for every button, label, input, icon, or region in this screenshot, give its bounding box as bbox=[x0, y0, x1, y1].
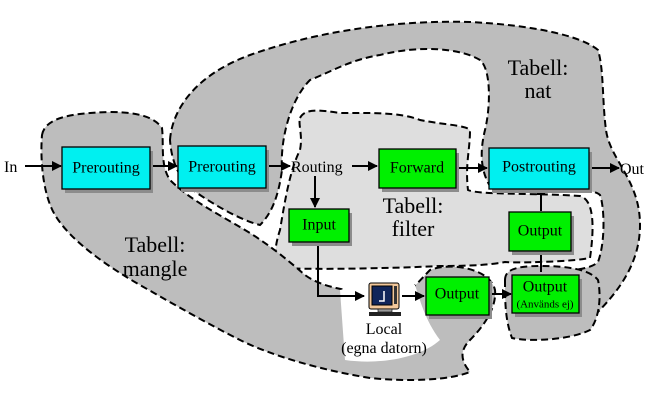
chain-label: Output bbox=[435, 286, 480, 303]
chain-input[interactable]: Input bbox=[288, 208, 352, 246]
chain-output-filter[interactable]: Output bbox=[508, 211, 574, 255]
chain-label: Prerouting bbox=[72, 160, 140, 177]
chain-postrouting[interactable]: Postrouting bbox=[488, 147, 592, 193]
chain-label: Output bbox=[518, 223, 563, 240]
chain-output-mangle[interactable]: Output bbox=[425, 276, 492, 319]
chain-label: Prerouting bbox=[188, 159, 256, 176]
local-sublabel: (egna datorn) bbox=[341, 340, 427, 357]
local-region bbox=[340, 284, 440, 362]
chain-output-nat[interactable]: Output (Används ej) bbox=[511, 274, 582, 317]
edge-input-local bbox=[317, 240, 365, 301]
chain-prerouting-nat[interactable]: Prerouting bbox=[177, 145, 269, 192]
routing-label: Routing bbox=[291, 159, 343, 176]
table-label-filter-1: Tabell: bbox=[383, 193, 444, 218]
table-label-mangle-2: mangle bbox=[123, 256, 188, 281]
in-label: In bbox=[4, 159, 17, 176]
table-label-filter-2: filter bbox=[392, 216, 435, 241]
chain-prerouting-mangle[interactable]: Prerouting bbox=[61, 146, 153, 193]
chain-label: Forward bbox=[390, 160, 444, 177]
chain-label: Output bbox=[523, 279, 568, 296]
local-label: Local bbox=[366, 321, 403, 338]
chain-forward[interactable]: Forward bbox=[378, 148, 459, 192]
table-label-nat-1: Tabell: bbox=[508, 55, 569, 80]
chain-sublabel: (Används ej) bbox=[516, 299, 573, 311]
out-label: Out bbox=[620, 161, 645, 178]
table-label-mangle-1: Tabell: bbox=[125, 232, 186, 257]
table-label-nat-2: nat bbox=[525, 78, 552, 103]
computer-icon bbox=[368, 282, 401, 316]
chain-label: Postrouting bbox=[502, 159, 576, 176]
chain-label: Input bbox=[302, 217, 336, 234]
nat-table-region bbox=[168, 20, 642, 340]
